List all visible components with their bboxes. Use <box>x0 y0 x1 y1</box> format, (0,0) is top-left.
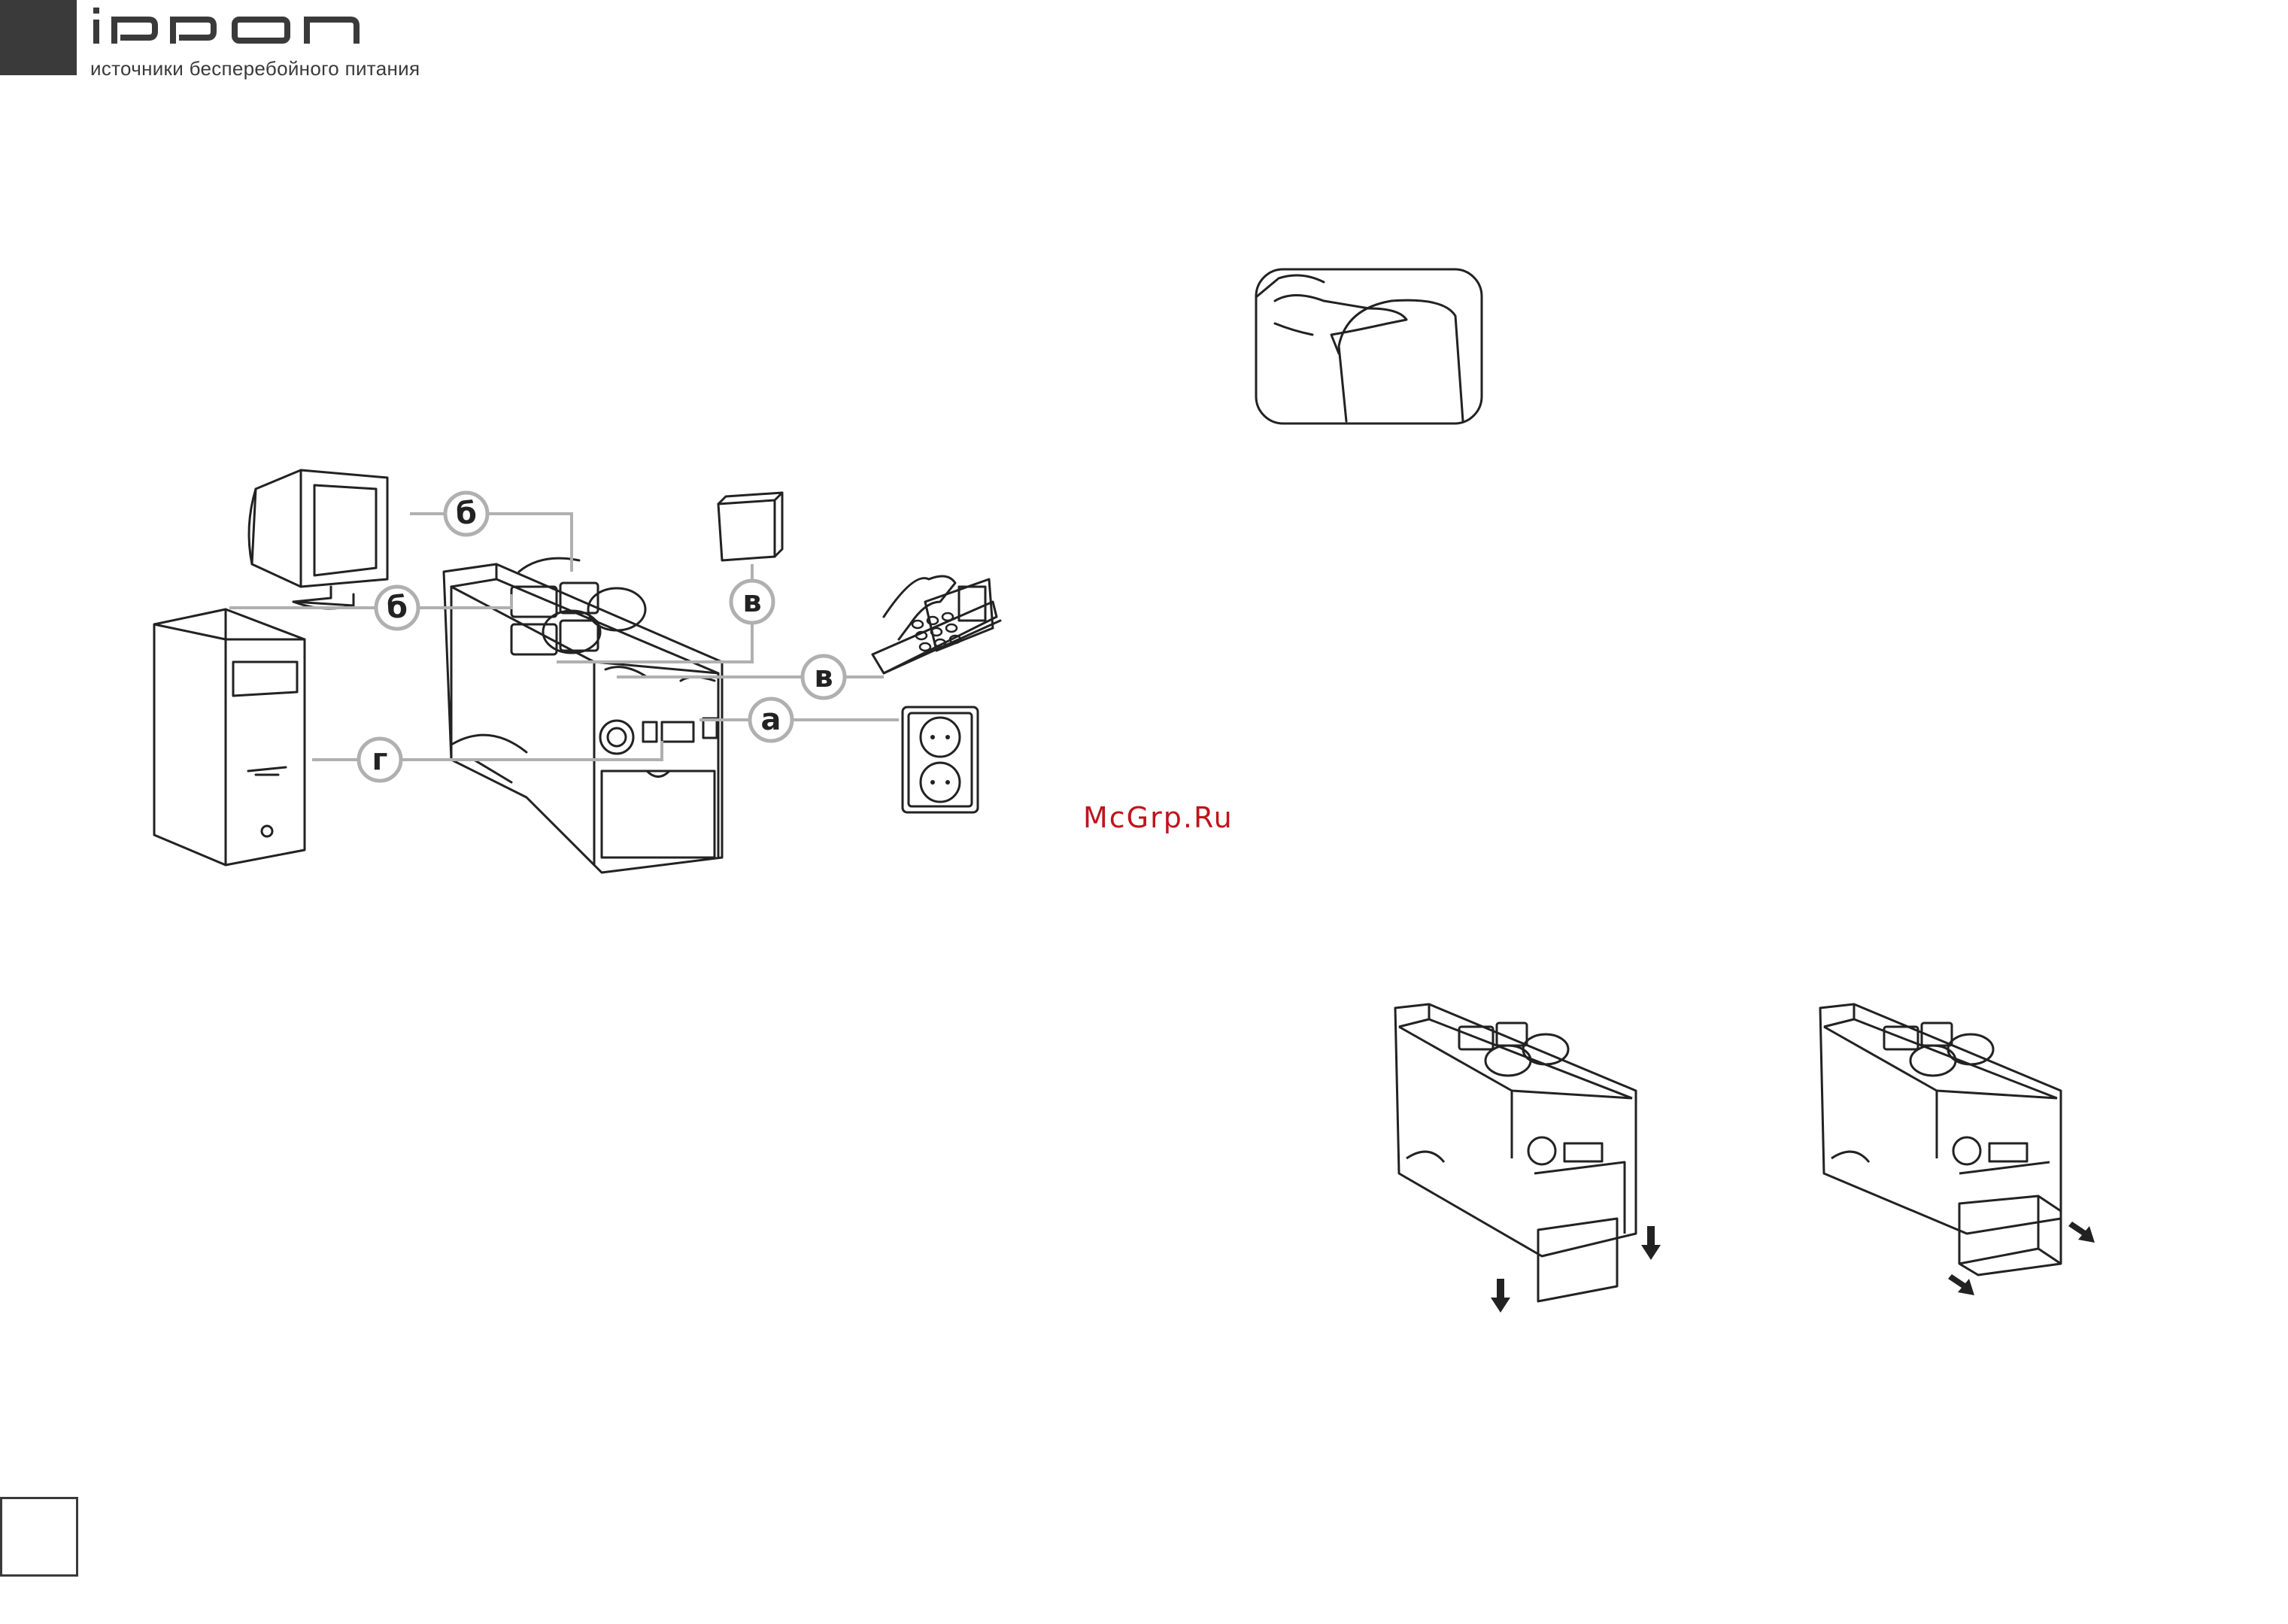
callout-a: а <box>750 699 792 741</box>
svg-text:б: б <box>456 496 477 531</box>
wall-socket-icon <box>903 707 978 812</box>
power-button-inset <box>1256 269 1482 423</box>
svg-text:б: б <box>387 590 408 625</box>
monitor-icon <box>249 470 387 609</box>
page-number-box <box>0 1497 78 1577</box>
telephone-icon <box>872 576 1000 673</box>
callout-lines <box>229 514 899 760</box>
arrows-step1 <box>1491 1226 1661 1313</box>
svg-text:г: г <box>372 742 388 777</box>
svg-text:в: в <box>814 660 833 694</box>
callout-v-top: в <box>731 581 773 623</box>
callout-b-middle: б <box>376 587 418 629</box>
ups-unit-icon <box>444 558 722 873</box>
callout-g: г <box>359 739 401 781</box>
network-adapter-icon <box>718 493 782 560</box>
callout-labels: б б в в а г <box>359 493 845 781</box>
svg-text:а: а <box>761 703 781 737</box>
watermark-text: McGrp.Ru <box>1083 801 1234 834</box>
ups-battery-removal-step2 <box>1820 1004 2061 1275</box>
tower-computer-icon <box>154 609 305 865</box>
callout-v-phone: в <box>803 656 845 698</box>
ups-cover-removal-step1 <box>1395 1004 1636 1301</box>
callout-b-top: б <box>445 493 487 535</box>
svg-text:в: в <box>742 584 761 619</box>
